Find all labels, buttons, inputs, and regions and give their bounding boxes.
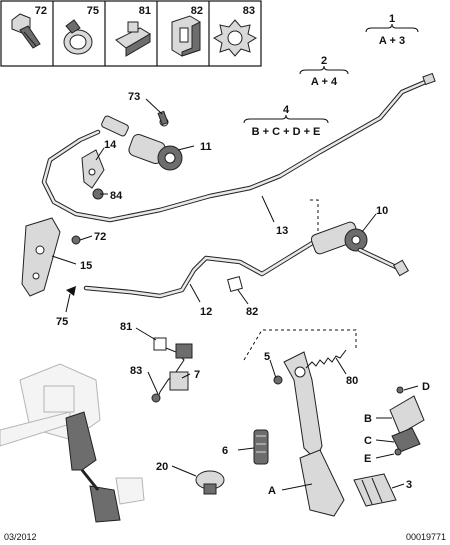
callout-75: 75 [56,316,68,328]
callout-81: 81 [120,321,132,333]
pedal-box-ghost [0,363,145,523]
pad-C [391,427,421,453]
group-number: 4 [283,104,290,116]
switch-harness-7 [151,337,193,403]
clamp-75-arrow-icon [66,286,76,296]
group-number: 1 [389,13,395,25]
clamp-icon [63,19,93,55]
group-2: 2 A + 4 [299,55,349,88]
header-cell-label: 83 [243,5,255,17]
callout-80: 80 [346,375,358,387]
group-formula: A + 4 [311,76,338,88]
clutch-pedal-assembly-A [243,329,357,517]
callout-20: 20 [156,461,168,473]
clutch-pipe-12 [83,239,317,299]
callout-13: 13 [276,225,288,237]
pedal-pad-B [389,395,425,435]
leader-lines [51,98,419,491]
bracket-15 [21,217,61,297]
bolt-icon [11,13,41,49]
screw-D [396,386,404,394]
callout-E: E [364,453,371,465]
spring-80 [305,349,347,369]
callout-12: 12 [200,306,212,318]
clip-82 [227,276,243,292]
header-cell-label: 82 [191,5,203,17]
clip-icon [115,21,151,57]
pad-3 [353,473,397,507]
callout-3: 3 [406,479,412,491]
clutch-pipe-13 [41,72,436,223]
bracket-icon [171,15,201,57]
slave-cylinder-10 [310,221,410,277]
bolt-72 [71,235,81,245]
callout-83: 83 [130,365,142,377]
footer-date: 03/2012 [4,532,37,542]
callout-5: 5 [264,351,270,363]
callout-6: 6 [222,445,228,457]
header-cell-label: 75 [87,5,99,17]
callout-11: 11 [200,141,212,153]
callout-D: D [422,381,430,393]
callout-82: 82 [246,306,258,318]
group-1: 1 A + 3 [365,13,419,47]
callout-73: 73 [128,91,140,103]
callout-B: B [364,413,372,425]
group-formula: A + 3 [379,35,405,47]
spring-6 [253,429,269,465]
callout-84: 84 [110,190,123,202]
header-cell-label: 81 [139,5,151,17]
header-cell-label: 72 [35,5,47,17]
callout-15: 15 [80,260,92,272]
callout-A: A [268,485,276,497]
header-parts-strip: 72 75 81 82 83 [0,0,262,67]
callouts: 73 14 11 84 13 72 15 75 10 82 12 81 7 83… [56,91,430,497]
grommet-20 [195,470,225,495]
footer-reference: 00019771 [406,532,446,542]
callout-72: 72 [94,231,106,243]
group-4: 4 B + C + D + E [243,104,329,138]
screw-E [394,448,402,456]
callout-10: 10 [376,205,388,217]
callout-14: 14 [104,139,117,151]
callout-C: C [364,435,372,447]
star-washer-icon [212,19,258,57]
callout-7: 7 [194,369,200,381]
group-formula: B + C + D + E [252,126,321,138]
bracket-14 [81,149,105,189]
group-number: 2 [321,55,327,67]
